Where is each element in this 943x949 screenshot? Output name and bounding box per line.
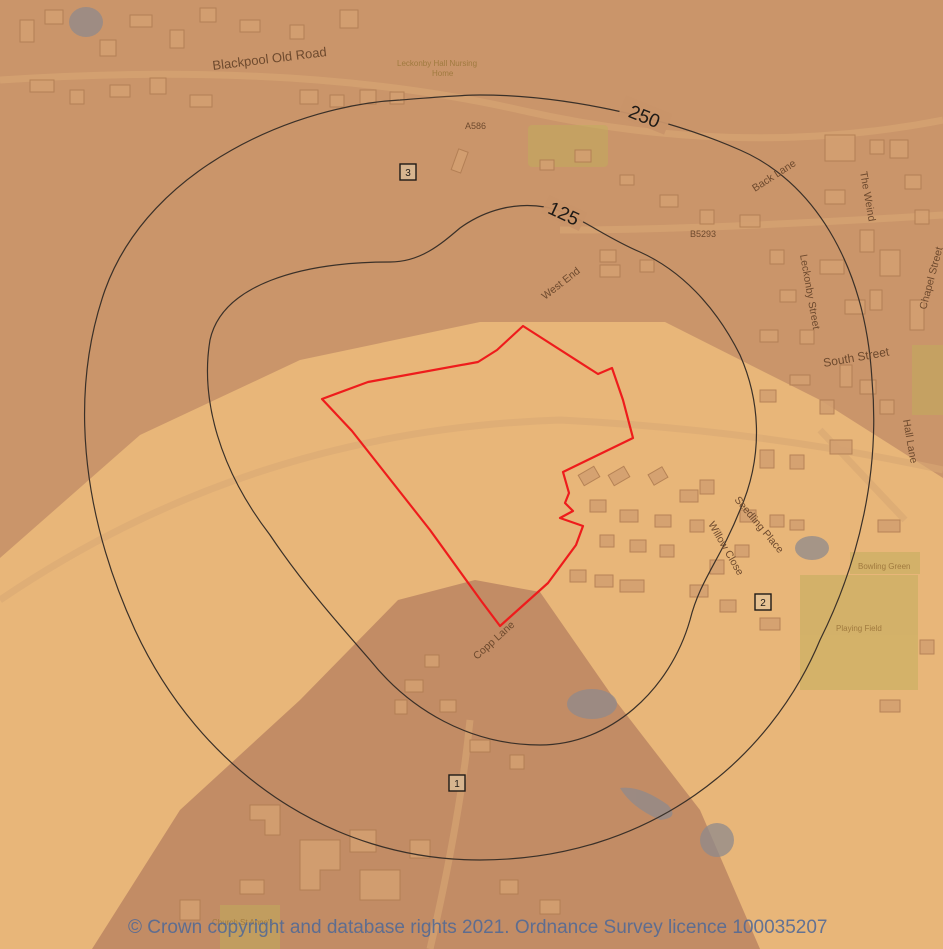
green-spaces — [220, 125, 943, 949]
buildings — [19, 7, 935, 921]
label-nursing-home: Leckonby Hall Nursing — [397, 59, 477, 68]
copyright-notice: © Crown copyright and database rights 20… — [128, 917, 828, 938]
buffer-rings — [84, 94, 875, 861]
buffer-ring-250 — [84, 94, 875, 861]
marker-2[interactable]: 2 — [754, 593, 772, 611]
water-bodies — [69, 7, 829, 857]
svg-text:2: 2 — [760, 598, 766, 609]
label-playing-field: Playing Field — [836, 624, 882, 633]
buffer-labels: 250 125 — [540, 95, 673, 231]
road-network — [0, 70, 943, 949]
label-bowling-green: Bowling Green — [858, 562, 910, 571]
site-boundary[interactable] — [320, 324, 635, 628]
marker-1[interactable]: 1 — [448, 774, 466, 792]
marker-3[interactable]: 3 — [399, 163, 417, 181]
label-a586: A586 — [465, 121, 486, 131]
label-church: Church St Anne's — [212, 918, 274, 927]
label-b5293: B5293 — [690, 229, 716, 239]
buffer-ring-125 — [207, 204, 758, 746]
svg-text:1: 1 — [454, 779, 460, 790]
zone-south — [92, 580, 760, 949]
label-nursing-home-2: Home — [432, 69, 454, 78]
svg-text:3: 3 — [405, 168, 411, 179]
